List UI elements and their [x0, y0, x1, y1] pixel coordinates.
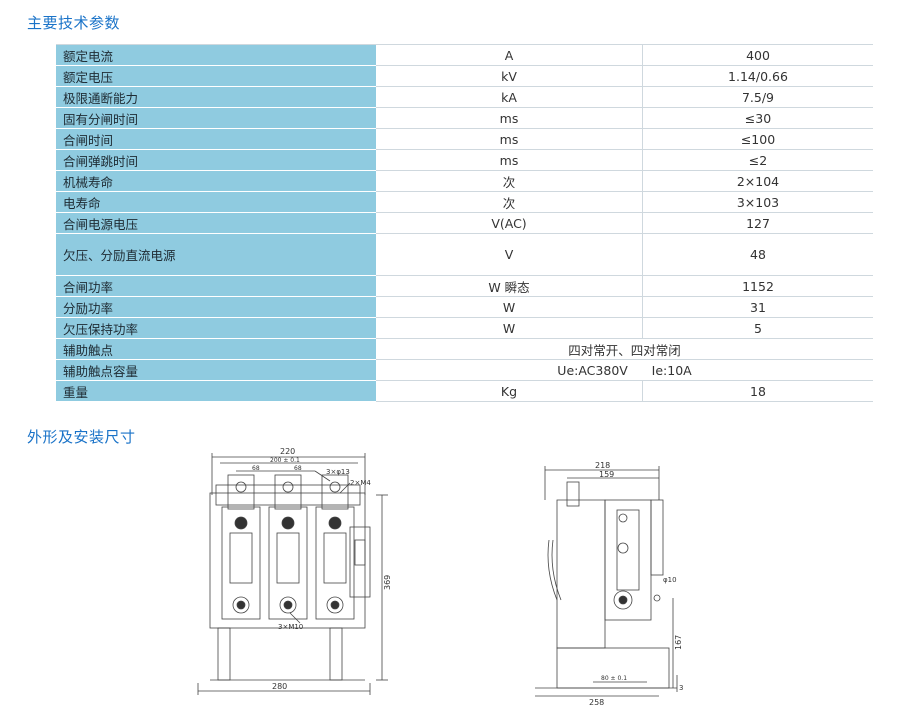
spec-name: 重量 [56, 380, 376, 402]
spec-value: 127 [642, 212, 873, 234]
dim-68b-label: 68 [294, 465, 302, 472]
spec-value: ≤2 [642, 149, 873, 171]
spec-name: 机械寿命 [56, 170, 376, 192]
spec-value: 1.14/0.66 [642, 65, 873, 87]
dim-258-label: 258 [589, 698, 604, 707]
spec-name: 辅助触点 [56, 338, 376, 360]
bolts-label: 3×M10 [278, 623, 303, 631]
height-369-label: 369 [383, 575, 392, 590]
spec-unit: A [376, 44, 643, 66]
spec-value: 31 [642, 296, 873, 318]
spec-merged-value: 四对常开、四对常闭 [376, 338, 873, 360]
spec-name: 分励功率 [56, 296, 376, 318]
spec-name: 合闸功率 [56, 275, 376, 297]
spec-unit: ms [376, 107, 643, 129]
spec-row: 辅助触点四对常开、四对常闭 [56, 338, 873, 360]
spec-name: 额定电流 [56, 44, 376, 66]
spec-unit: ms [376, 149, 643, 171]
spec-unit: 次 [376, 170, 643, 192]
spec-unit: W [376, 317, 643, 339]
spec-unit: kA [376, 86, 643, 108]
spec-value: 5 [642, 317, 873, 339]
spec-unit: 次 [376, 191, 643, 213]
dim-220-label: 220 [280, 447, 295, 456]
spec-name: 固有分闸时间 [56, 107, 376, 129]
spec-name: 合闸弹跳时间 [56, 149, 376, 171]
spec-unit: ms [376, 128, 643, 150]
spec-value: 2×104 [642, 170, 873, 192]
dia-label: φ10 [663, 576, 677, 584]
spec-name: 额定电压 [56, 65, 376, 87]
spec-name: 合闸电源电压 [56, 212, 376, 234]
spec-unit: W [376, 296, 643, 318]
dim-159-label: 159 [599, 470, 614, 479]
spec-name: 合闸时间 [56, 128, 376, 150]
spec-unit: W 瞬态 [376, 275, 643, 297]
spec-value: 7.5/9 [642, 86, 873, 108]
holes-label: 3×φ13 [326, 468, 350, 476]
spec-name: 电寿命 [56, 191, 376, 213]
dim-218-label: 218 [595, 461, 610, 470]
dim-167-label: 167 [674, 635, 683, 650]
specs-section-title: 主要技术参数 [27, 14, 121, 32]
dim-280-label: 280 [272, 682, 287, 691]
spec-value: 400 [642, 44, 873, 66]
front-view-drawing: 220 200 ± 0.1 68 68 3×φ13 2×M4 369 3×M10… [197, 447, 392, 695]
spec-name: 辅助触点容量 [56, 359, 376, 381]
dim-200-label: 200 ± 0.1 [270, 457, 300, 464]
spec-name: 极限通断能力 [56, 86, 376, 108]
spec-merged-value: Ue:AC380V Ie:10A [376, 359, 873, 381]
spec-value: ≤30 [642, 107, 873, 129]
spec-name: 欠压、分励直流电源 [56, 233, 376, 276]
thread-label: 2×M4 [350, 479, 371, 487]
dim-80-label: 80 ± 0.1 [601, 675, 627, 682]
spec-unit: kV [376, 65, 643, 87]
spec-value: ≤100 [642, 128, 873, 150]
spec-value: 48 [642, 233, 873, 276]
dim-68a-label: 68 [252, 465, 260, 472]
dimensions-section-title: 外形及安装尺寸 [27, 428, 136, 446]
spec-name: 欠压保持功率 [56, 317, 376, 339]
spec-value: 3×103 [642, 191, 873, 213]
spec-unit: Kg [376, 380, 643, 402]
dim-3-label: 3 [679, 684, 683, 692]
spec-value: 1152 [642, 275, 873, 297]
spec-unit: V(AC) [376, 212, 643, 234]
side-view-drawing: 218 159 φ10 167 80 ± 0.1 3 258 [535, 461, 683, 707]
spec-unit: V [376, 233, 643, 276]
spec-value: 18 [642, 380, 873, 402]
